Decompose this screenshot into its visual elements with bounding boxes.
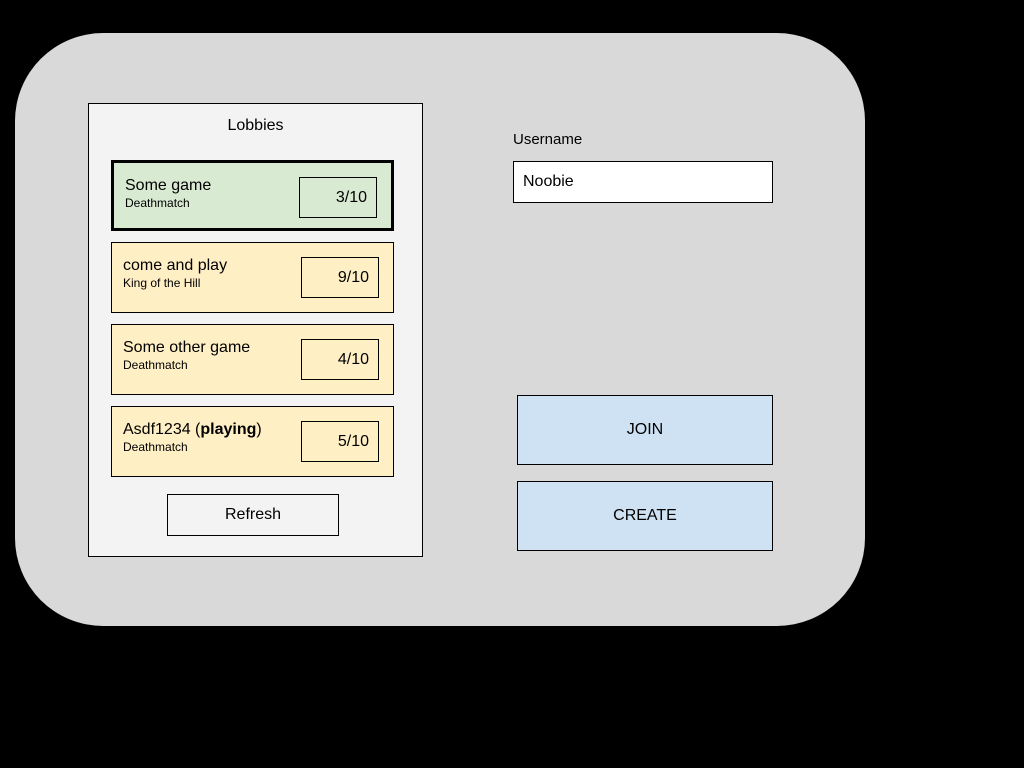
app-window: Lobbies Some game Deathmatch 3/10 come a… bbox=[15, 33, 865, 626]
lobby-item-some-game[interactable]: Some game Deathmatch 3/10 bbox=[111, 160, 394, 231]
lobby-info: Some other game Deathmatch bbox=[123, 338, 250, 373]
player-count-badge: 4/10 bbox=[301, 339, 379, 380]
lobbies-panel: Lobbies Some game Deathmatch 3/10 come a… bbox=[88, 103, 423, 557]
lobby-item-asdf1234[interactable]: Asdf1234 (playing) Deathmatch 5/10 bbox=[111, 406, 394, 477]
lobby-item-come-and-play[interactable]: come and play King of the Hill 9/10 bbox=[111, 242, 394, 313]
lobby-name: come and play bbox=[123, 257, 228, 274]
join-button[interactable]: JOIN bbox=[517, 395, 773, 465]
player-count-badge: 3/10 bbox=[299, 177, 377, 218]
lobby-name: Asdf1234 (playing) bbox=[123, 421, 262, 438]
refresh-button[interactable]: Refresh bbox=[167, 494, 339, 536]
lobby-info: Asdf1234 (playing) Deathmatch bbox=[123, 420, 262, 455]
username-label: Username bbox=[513, 131, 583, 148]
lobby-list: Some game Deathmatch 3/10 come and play … bbox=[111, 160, 394, 488]
player-count-badge: 5/10 bbox=[301, 421, 379, 462]
lobby-name: Some game bbox=[125, 177, 212, 194]
lobby-game-mode: King of the Hill bbox=[123, 276, 201, 290]
create-button[interactable]: CREATE bbox=[517, 481, 773, 551]
lobby-info: Some game Deathmatch bbox=[125, 176, 211, 211]
lobby-item-some-other-game[interactable]: Some other game Deathmatch 4/10 bbox=[111, 324, 394, 395]
lobbies-panel-title: Lobbies bbox=[227, 117, 284, 134]
lobby-game-mode: Deathmatch bbox=[123, 358, 188, 372]
username-input[interactable] bbox=[513, 161, 773, 203]
lobby-game-mode: Deathmatch bbox=[125, 196, 190, 210]
lobby-game-mode: Deathmatch bbox=[123, 440, 188, 454]
lobby-info: come and play King of the Hill bbox=[123, 256, 227, 291]
player-count-badge: 9/10 bbox=[301, 257, 379, 298]
lobby-name: Some other game bbox=[123, 339, 251, 356]
